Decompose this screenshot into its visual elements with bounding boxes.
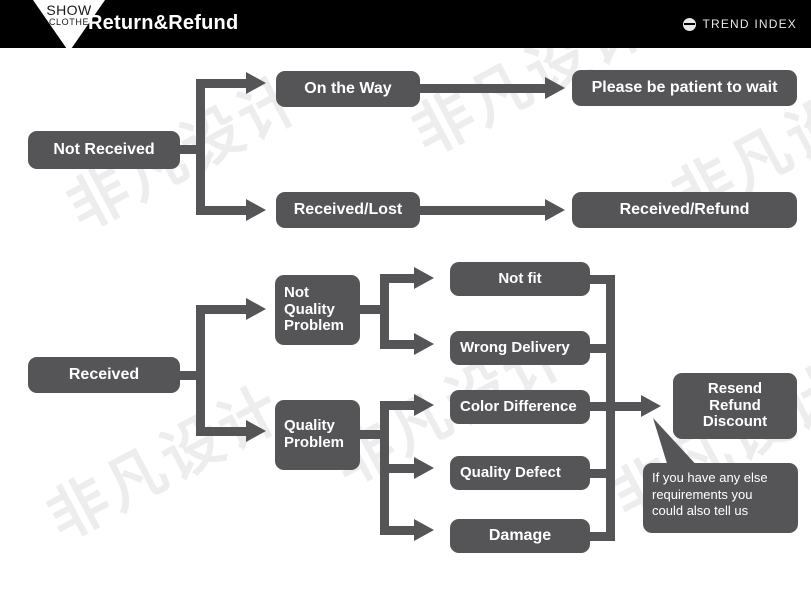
brand-logo: SHOW CLOTHE	[33, 3, 105, 27]
collector-from-quality-defect	[588, 469, 615, 478]
node-label-line: Discount	[702, 413, 768, 431]
trend-index-badge: TREND INDEX	[683, 17, 797, 31]
arrow-received-lost-to-refund	[545, 199, 565, 221]
collector-from-wrong-delivery	[588, 344, 615, 353]
node-label-line: Quality	[284, 417, 335, 435]
callout-pointer-icon	[653, 418, 701, 470]
globe-icon	[683, 17, 697, 31]
arrow-merge-to-outcome	[641, 395, 661, 417]
callout-line: could also tell us	[652, 503, 749, 519]
callout-note: If you have any else requirements you co…	[643, 463, 798, 533]
arrow-to-quality	[246, 420, 266, 442]
arrow-to-on-the-way	[246, 72, 266, 94]
connector-to-not-quality	[196, 305, 248, 314]
arrow-to-not-quality	[246, 298, 266, 320]
connector-to-not-fit	[380, 274, 416, 283]
arrow-to-not-fit	[414, 267, 434, 289]
connector-to-wrong-delivery	[380, 340, 416, 349]
collector-from-not-fit	[588, 275, 615, 284]
node-not-received[interactable]: Not Received	[28, 131, 180, 169]
arrow-to-color-difference	[414, 394, 434, 416]
arrow-to-damage	[414, 519, 434, 541]
arrow-on-the-way-to-wait	[545, 77, 565, 99]
connector-received-bus	[196, 305, 205, 436]
connector-on-the-way-to-wait	[418, 84, 548, 93]
triangle-logo-icon	[33, 0, 105, 52]
connector-to-color-difference	[380, 401, 416, 410]
callout-line: requirements you	[652, 486, 753, 502]
connector-not-received-stem	[178, 145, 204, 154]
page-title: Return&Refund	[88, 12, 239, 34]
connector-to-on-the-way	[196, 79, 248, 88]
node-label-line: Problem	[284, 317, 345, 335]
arrow-to-received-lost	[246, 199, 266, 221]
connector-to-quality	[196, 427, 248, 436]
node-received-refund[interactable]: Received/Refund	[572, 192, 797, 228]
arrow-to-quality-defect	[414, 457, 434, 479]
connector-received-stem	[178, 371, 204, 380]
node-not-quality-problem[interactable]: Not Quality Problem	[275, 275, 360, 345]
trend-index-label: TREND INDEX	[702, 17, 797, 31]
node-wrong-delivery[interactable]: Wrong Delivery	[450, 331, 590, 365]
node-label-line: Quality	[284, 300, 335, 318]
node-resend-refund-discount[interactable]: Resend Refund Discount	[673, 373, 797, 439]
node-label-line: Problem	[284, 434, 345, 451]
connector-to-received-lost	[196, 206, 248, 215]
connector-received-lost-to-refund	[418, 206, 548, 215]
connector-merge-to-outcome	[606, 402, 646, 411]
node-on-the-way[interactable]: On the Way	[276, 71, 420, 107]
connector-not-received-bus	[196, 79, 205, 215]
connector-to-quality-defect	[380, 464, 416, 473]
node-label-line: Refund	[709, 396, 761, 414]
collector-from-color-difference	[588, 402, 615, 411]
node-label-line: Not	[284, 283, 309, 301]
callout-line: If you have any else	[652, 470, 768, 485]
node-not-fit[interactable]: Not fit	[450, 262, 590, 296]
node-received-lost[interactable]: Received/Lost	[276, 192, 420, 228]
header-bar	[0, 0, 811, 48]
arrow-to-wrong-delivery	[414, 333, 434, 355]
node-label-line: Resend	[707, 379, 763, 397]
node-quality-problem[interactable]: Quality Problem	[275, 400, 360, 470]
brand-logo-line2: CLOTHE	[48, 16, 90, 27]
connector-not-quality-stem	[358, 305, 388, 314]
node-received[interactable]: Received	[28, 357, 180, 393]
brand-logo-line1: SHOW	[46, 2, 92, 18]
connector-not-quality-bus	[380, 274, 389, 349]
collector-from-damage	[588, 532, 615, 541]
connector-quality-stem	[358, 430, 388, 439]
connector-to-damage	[380, 526, 416, 535]
node-damage[interactable]: Damage	[450, 519, 590, 553]
node-quality-defect[interactable]: Quality Defect	[450, 456, 590, 490]
node-please-be-patient[interactable]: Please be patient to wait	[572, 70, 797, 106]
node-color-difference[interactable]: Color Difference	[450, 390, 590, 424]
